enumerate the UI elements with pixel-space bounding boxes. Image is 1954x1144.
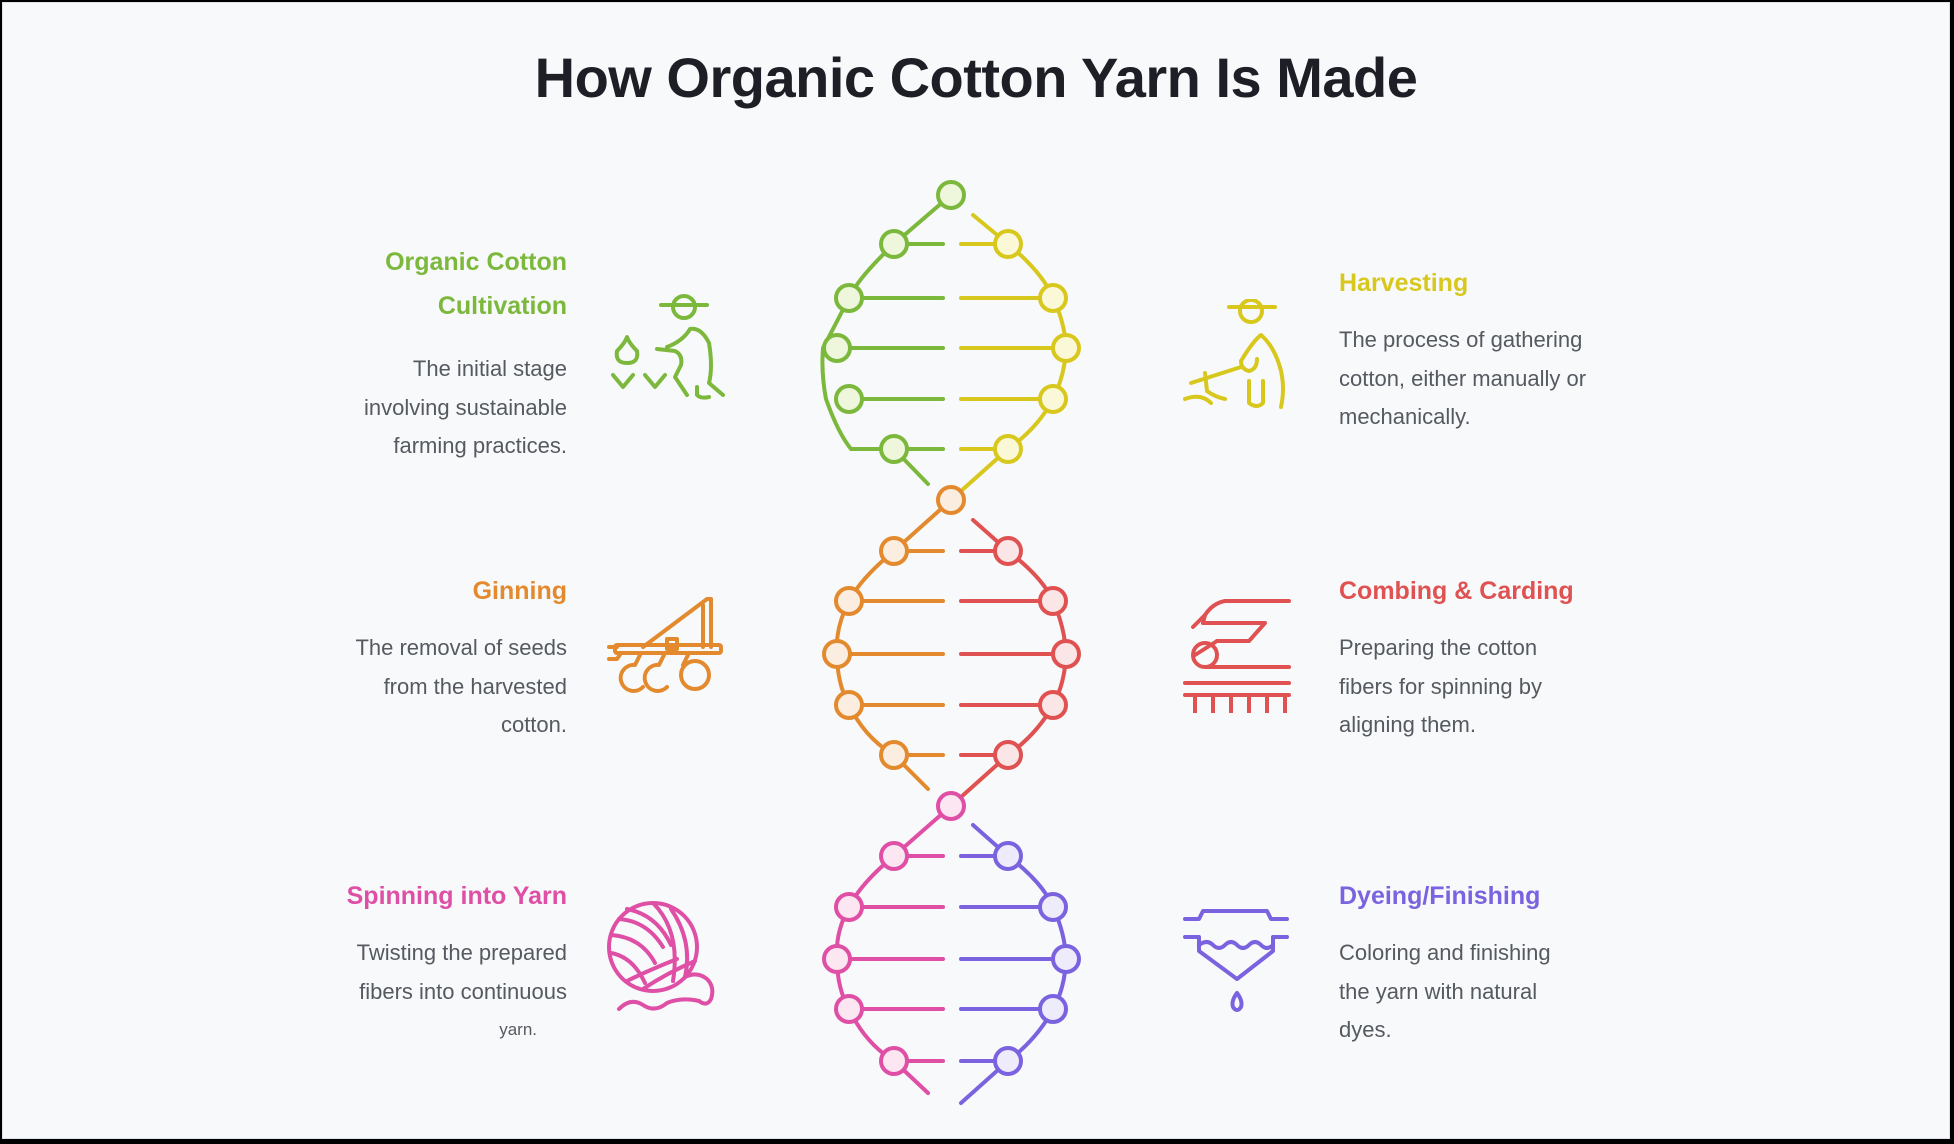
desc-line: Coloring and finishing: [1339, 940, 1551, 965]
step-heading: Organic Cotton Cultivation: [297, 240, 567, 328]
farmer-planting-icon: [611, 294, 725, 400]
desc-line: aligning them.: [1339, 712, 1476, 737]
desc-line: yarn.: [499, 1020, 537, 1039]
desc-line: The removal of seeds: [355, 635, 567, 660]
desc-line: The initial stage: [412, 356, 567, 381]
desc-line: dyes.: [1339, 1017, 1392, 1042]
step-description: The removal of seeds from the harvested …: [297, 629, 567, 745]
desc-line: mechanically.: [1339, 404, 1471, 429]
desc-line: fibers for spinning by: [1339, 673, 1542, 699]
step-heading: Combing & Carding: [1339, 577, 1574, 605]
desc-line: cotton.: [500, 712, 567, 737]
helix-segment-1: [820, 180, 1081, 502]
desc-line: fibers into continuous: [359, 978, 567, 1004]
step-description: Twisting the prepared fibers into contin…: [297, 934, 567, 1050]
helix-segment-3: [822, 791, 1081, 1105]
plow-machine-icon: [607, 597, 723, 693]
step-heading: Harvesting: [1339, 269, 1469, 297]
step-description: Coloring and finishing the yarn with nat…: [1339, 934, 1639, 1050]
helix-segment-2: [822, 485, 1081, 808]
step-heading: Spinning into Yarn: [346, 882, 567, 910]
carding-machine-icon: [1183, 599, 1291, 713]
farmer-harvesting-icon: [1183, 299, 1285, 409]
step-dyeing-finishing: Dyeing/Finishing Coloring and finishing …: [1339, 874, 1639, 1050]
desc-line: from the harvested: [383, 673, 567, 699]
step-description: The initial stage involving sustainable …: [297, 350, 567, 466]
desc-line: the yarn with natural: [1339, 978, 1538, 1004]
step-heading: Ginning: [472, 577, 567, 605]
desc-line: Preparing the cotton: [1339, 635, 1538, 660]
desc-line: involving sustainable: [363, 394, 567, 420]
dye-vat-icon: [1183, 909, 1289, 1012]
dna-helix-diagram: [820, 180, 1081, 1105]
step-harvesting: Harvesting The process of gathering cott…: [1339, 261, 1639, 437]
yarn-ball-icon: [607, 901, 715, 1011]
step-organic-cotton-cultivation: Organic Cotton Cultivation The initial s…: [297, 240, 567, 466]
desc-line: The process of gathering: [1339, 327, 1583, 352]
desc-line: farming practices.: [393, 433, 567, 458]
step-spinning-into-yarn: Spinning into Yarn Twisting the prepared…: [297, 874, 567, 1050]
step-description: The process of gathering cotton, either …: [1339, 321, 1639, 437]
desc-line: Twisting the prepared: [356, 940, 567, 965]
step-heading: Dyeing/Finishing: [1339, 882, 1541, 910]
page-title: How Organic Cotton Yarn Is Made: [534, 46, 1418, 109]
step-combing-carding: Combing & Carding Preparing the cotton f…: [1339, 569, 1639, 745]
step-ginning: Ginning The removal of seeds from the ha…: [297, 569, 567, 745]
heading-line-2: Cultivation: [437, 292, 567, 320]
step-description: Preparing the cotton fibers for spinning…: [1339, 629, 1639, 745]
heading-line-1: Organic Cotton: [385, 248, 567, 276]
desc-line: cotton, either manually or: [1339, 365, 1587, 391]
